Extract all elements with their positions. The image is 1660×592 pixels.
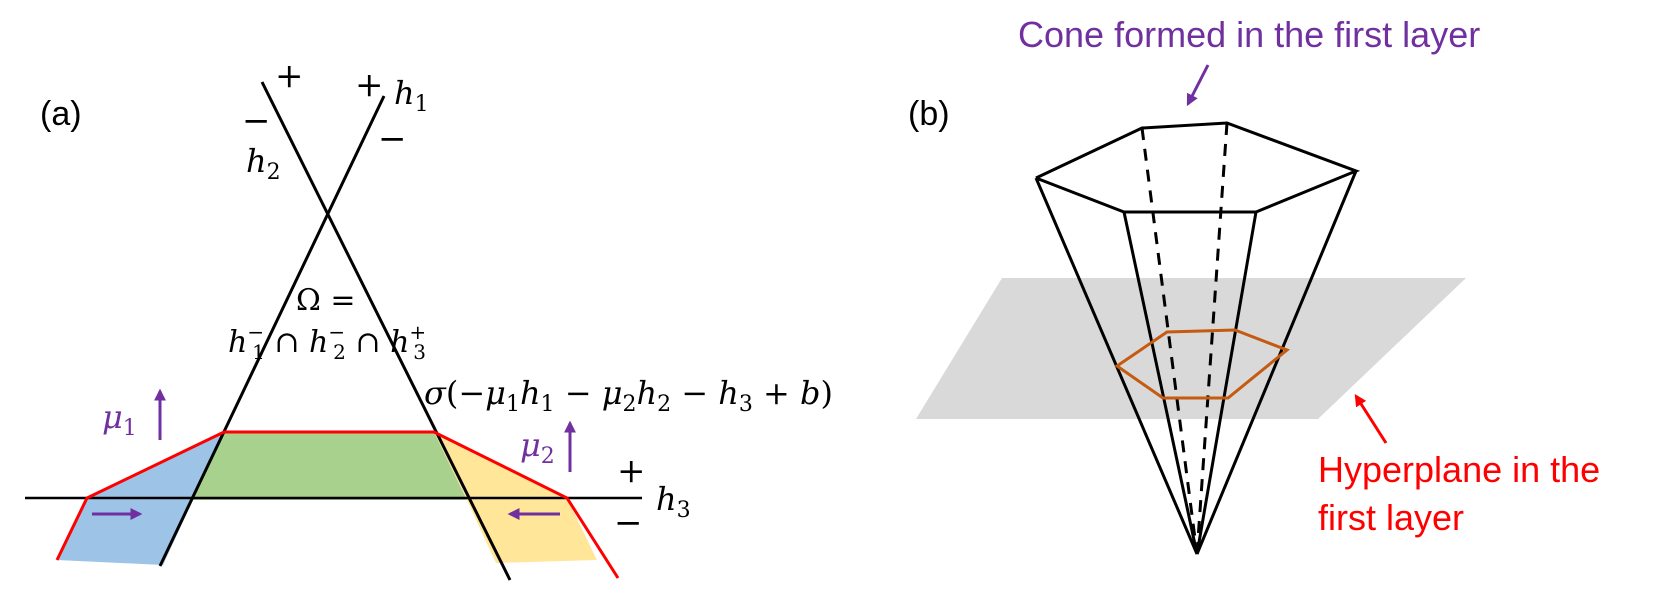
h1-plus-sign: + — [355, 65, 384, 105]
cone-hidden-edges — [1140, 122, 1229, 555]
hyperplane-label-line1: Hyperplane in the — [1318, 449, 1600, 490]
panel-b-label: (b) — [908, 95, 950, 133]
h1-minus-sign: − — [378, 119, 407, 159]
panel-a-label: (a) — [40, 95, 82, 133]
h3-label: h3 — [656, 480, 691, 523]
omega-line1: Ω = — [296, 283, 356, 318]
cone-hidden-edge-2 — [1195, 122, 1229, 555]
cone-edge-2 — [1122, 211, 1199, 555]
panel-a: (a) + h1 − + − h2 + h3 − Ω = h−1 ∩ h−2 ∩… — [25, 56, 833, 581]
h2-minus-sign: − — [242, 101, 271, 141]
cone-edge-4 — [1195, 170, 1358, 555]
cone-top-rim — [1035, 121, 1361, 214]
cone-label: Cone formed in the first layer — [1018, 14, 1480, 55]
omega-line2: h−1 ∩ h−2 ∩ h+3 — [228, 320, 426, 364]
cone-section — [1114, 328, 1290, 400]
hyperplane-label-arrow — [1354, 393, 1388, 444]
cone-label-arrow — [1186, 64, 1210, 107]
mu2-label: μ2 — [520, 426, 555, 469]
line-h1 — [158, 95, 386, 567]
h1-label: h1 — [394, 74, 429, 117]
hyperplane-label-line2: first layer — [1318, 497, 1464, 538]
cone-hidden-edge-1 — [1140, 127, 1199, 555]
sigma-expression: σ(−μ1h1 − μ2h2 − h3 + b) — [424, 374, 833, 417]
mu1-label: μ1 — [102, 398, 137, 441]
panel-b: (b) Cone formed in the first layer Hyper… — [908, 14, 1600, 555]
h3-plus-sign: + — [617, 451, 646, 491]
h2-plus-sign: + — [275, 56, 304, 96]
activation-polyline — [55, 430, 620, 579]
center-region — [193, 432, 467, 500]
h3-minus-sign: − — [614, 503, 643, 543]
hyperplane — [916, 278, 1466, 419]
cone-edge-3 — [1195, 211, 1258, 555]
h2-label: h2 — [246, 142, 281, 185]
